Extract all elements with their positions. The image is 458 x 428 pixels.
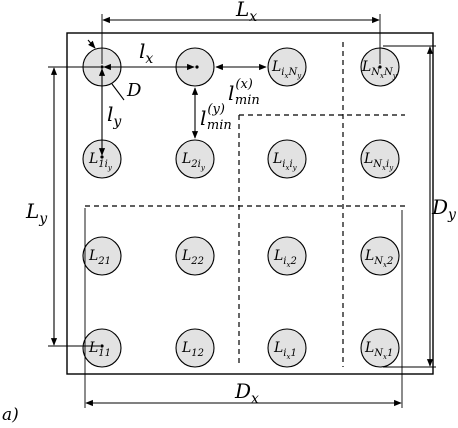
circle-grid <box>82 47 400 368</box>
label-lmin-y: l(y)min <box>200 102 232 133</box>
center-dot <box>195 65 199 69</box>
label-lmin-x: l(x)min <box>228 77 260 108</box>
label-r2-c3: Lixiy <box>272 151 298 172</box>
figure-label: a) <box>2 405 19 425</box>
center-dot <box>100 155 104 159</box>
center-dot <box>100 65 104 69</box>
label-r3-c4: LNx2 <box>364 248 393 269</box>
label-lx: lx <box>139 39 153 67</box>
label-r2-c1: L1iy <box>88 151 113 172</box>
circle-r4-c4 <box>360 328 400 368</box>
label-r3-c1: L21 <box>88 248 111 267</box>
partition-lines <box>85 42 405 367</box>
label-r3-c3: Lix2 <box>273 248 297 269</box>
circle-r4-c2 <box>175 328 215 368</box>
circle-labels: LixNy LNxNy L1iy L2iy Lixiy LNxiy L21 L2… <box>88 59 398 361</box>
label-r2-c2: L2iy <box>181 151 206 172</box>
circle-r3-c2 <box>175 236 215 276</box>
label-r4-c3: Lix1 <box>273 340 297 361</box>
circle-r3-c1 <box>82 236 122 276</box>
label-Dy: Dy <box>431 195 457 223</box>
label-r1-c4: LNxNy <box>361 59 398 80</box>
circle-r3-c4 <box>360 236 400 276</box>
extension-lines <box>48 14 436 408</box>
D-tick-arrow <box>87 39 96 49</box>
circle-r4-c3 <box>267 328 307 368</box>
label-r4-c2: L12 <box>181 340 204 359</box>
circle-r2-c3 <box>267 139 307 179</box>
label-Lx: Lx <box>235 0 257 25</box>
center-dot <box>378 65 382 69</box>
label-Dx: Dx <box>234 379 259 407</box>
label-r2-c4: LNxiy <box>363 151 394 172</box>
label-ly: ly <box>107 102 122 130</box>
label-r4-c1: L11 <box>88 340 111 359</box>
label-r3-c2: L22 <box>181 248 204 267</box>
label-D: D <box>126 80 142 101</box>
circle-r4-c1 <box>82 328 122 368</box>
dimension-labels: Lx Ly Dx Dy lx ly D l(x)min l(y)min <box>25 0 457 407</box>
label-Ly: Ly <box>25 199 48 227</box>
D-leader <box>111 83 125 101</box>
label-r1-c3: LixNy <box>271 59 302 80</box>
circle-r2-c2 <box>175 139 215 179</box>
center-dot <box>100 344 104 348</box>
label-r4-c4: LNx1 <box>364 340 393 361</box>
circle-r3-c3 <box>267 236 307 276</box>
center-dots <box>100 65 382 348</box>
circle-r2-c4 <box>360 139 400 179</box>
circle-r1-c3 <box>267 47 307 87</box>
dimension-arrows <box>50 16 434 407</box>
